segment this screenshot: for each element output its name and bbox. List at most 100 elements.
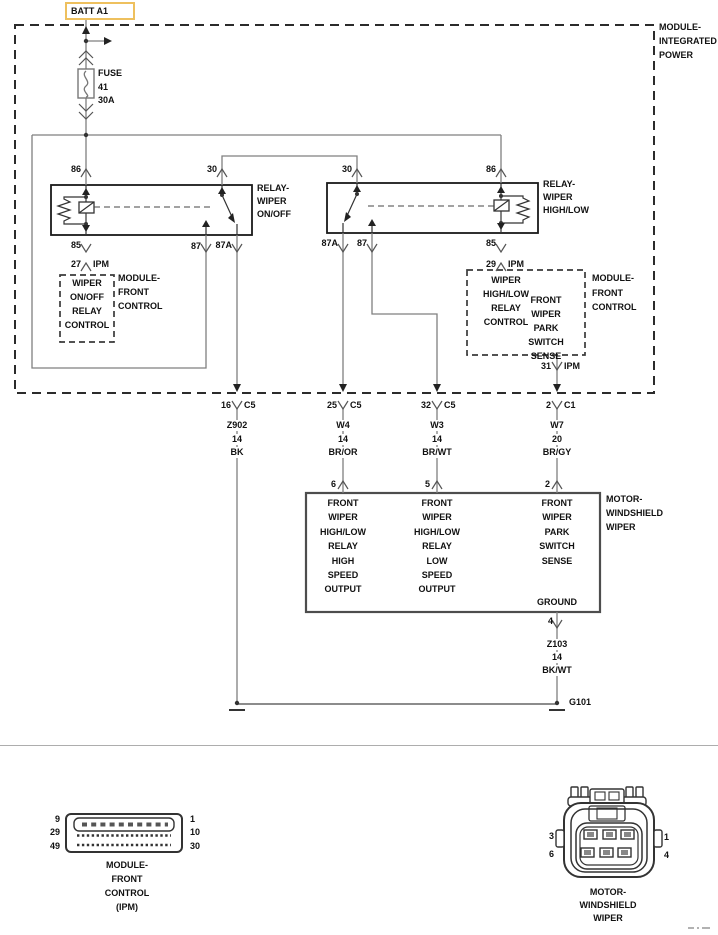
motor-col2-text: RELAY [422, 541, 452, 551]
motor-col2-text: SPEED [421, 570, 453, 580]
batt-label: BATT A1 [71, 6, 108, 16]
highlow-control-text: RELAY [491, 303, 521, 313]
wire2-gauge: 14 [336, 434, 350, 445]
wire3-gauge: 14 [430, 434, 444, 445]
relay-onoff-pin-86: 86 [70, 164, 81, 174]
relay-highlow-pin-30: 30 [341, 164, 352, 174]
ipm-connector-drawing [65, 813, 183, 853]
motor-conn-pin-4: 4 [664, 850, 670, 860]
wire3-conn: C5 [444, 400, 456, 410]
motor-col1-text: RELAY [328, 541, 358, 551]
park-sense-text: WIPER [531, 309, 561, 319]
front-control-module-label: MODULE- [592, 273, 634, 283]
wire2-conn: C5 [350, 400, 362, 410]
motor-col1-text: HIGH [331, 556, 355, 566]
motor-col1-text: SPEED [327, 570, 359, 580]
ipm-conn-caption: CONTROL [104, 888, 150, 898]
wire1-circuit: Z902 [225, 420, 249, 431]
wire4-circuit: W7 [549, 420, 565, 431]
ground-gauge: 14 [550, 652, 564, 663]
motor-connector-drawing [555, 786, 663, 878]
wire3-color: BR/WT [421, 447, 453, 458]
motor-name: WINDSHIELD [606, 508, 663, 518]
batt-feed-box: BATT A1 [65, 2, 135, 20]
motor-col2-text: LOW [426, 556, 448, 566]
front-control-module-label: CONTROL [118, 301, 163, 311]
wire4-conn: C1 [564, 400, 576, 410]
wire2-color: BR/OR [327, 447, 359, 458]
park-sense-pin: 31 [540, 361, 551, 371]
motor-col1-text: FRONT [327, 498, 359, 508]
park-sense-text: FRONT [530, 295, 562, 305]
ipm-highlow-pin: 29 [485, 259, 496, 269]
fuse-rating: 30A [98, 95, 115, 105]
motor-col2-text: FRONT [421, 498, 453, 508]
wire3-pin: 32 [420, 400, 431, 410]
motor-col1-text: OUTPUT [324, 584, 362, 594]
relay-highlow-name: WIPER [543, 192, 573, 202]
motor-col3-text: SWITCH [539, 541, 575, 551]
relay-onoff-pin-87a: 87A [215, 240, 232, 250]
relay-highlow-pin-85: 85 [485, 238, 496, 248]
ipm-conn-pin-9: 9 [54, 814, 60, 824]
onoff-control-text: ON/OFF [70, 292, 104, 302]
ipm-conn-caption: FRONT [111, 874, 143, 884]
motor-col2-text: HIGH/LOW [414, 527, 460, 537]
highlow-control-text: CONTROL [483, 317, 529, 327]
wire2-pin: 25 [326, 400, 337, 410]
ipm-conn-pin-30: 30 [190, 841, 201, 851]
wire4-color: BR/GY [541, 447, 573, 458]
wire1-gauge: 14 [230, 434, 244, 445]
park-sense-text: SENSE [530, 351, 562, 361]
motor-col2-text: WIPER [422, 512, 452, 522]
highlow-control-text: WIPER [491, 275, 521, 285]
motor-pin-5: 5 [424, 479, 430, 489]
motor-col3-text: FRONT [541, 498, 573, 508]
motor-col2-text: OUTPUT [418, 584, 456, 594]
motor-name: MOTOR- [606, 494, 643, 504]
ipm-conn-caption: (IPM) [116, 902, 138, 912]
ipm-conn-caption: MODULE- [106, 860, 148, 870]
relay-onoff-name: ON/OFF [257, 209, 291, 219]
park-sense-text: PARK [533, 323, 559, 333]
ipm-conn-pin-49: 49 [49, 841, 60, 851]
motor-pin-2: 2 [544, 479, 550, 489]
motor-name: WIPER [606, 522, 636, 532]
relay-highlow-name: HIGH/LOW [543, 205, 589, 215]
ipm-onoff-pin: 27 [70, 259, 81, 269]
wire3-circuit: W3 [429, 420, 445, 431]
ground-color: BK/WT [541, 665, 573, 676]
relay-onoff-name: WIPER [257, 196, 287, 206]
motor-col1-text: WIPER [328, 512, 358, 522]
motor-col3-text: PARK [544, 527, 570, 537]
relay-highlow-pin-87a: 87A [321, 238, 338, 248]
motor-col3-text: WIPER [542, 512, 572, 522]
motor-conn-pin-3: 3 [548, 831, 554, 841]
relay-onoff-pin-85: 85 [70, 240, 81, 250]
front-control-module-label: FRONT [592, 288, 623, 298]
fuse-number: 41 [98, 82, 109, 92]
onoff-control-text: RELAY [72, 306, 102, 316]
power-module-label: MODULE- [659, 22, 701, 32]
park-sense-conn: IPM [564, 361, 581, 371]
front-control-module-label: MODULE- [118, 273, 160, 283]
ipm-conn-pin-1: 1 [190, 814, 196, 824]
wire1-pin: 16 [220, 400, 231, 410]
motor-conn-pin-6: 6 [548, 849, 554, 859]
ipm-conn-pin-10: 10 [190, 827, 201, 837]
relay-highlow-pin-86: 86 [485, 164, 496, 174]
relay-onoff-name: RELAY- [257, 183, 290, 193]
motor-pin-6: 6 [330, 479, 336, 489]
power-module-label: INTEGRATED [659, 36, 717, 46]
motor-conn-caption: WIPER [593, 913, 623, 923]
power-module-label: POWER [659, 50, 694, 60]
front-control-module-label: CONTROL [592, 302, 637, 312]
ipm-conn-pin-29: 29 [49, 827, 60, 837]
front-control-module-label: FRONT [118, 287, 149, 297]
relay-onoff-pin-87: 87 [190, 241, 201, 251]
relay-highlow-name: RELAY- [543, 179, 576, 189]
ipm-highlow-conn: IPM [508, 259, 525, 269]
motor-conn-pin-1: 1 [664, 832, 670, 842]
